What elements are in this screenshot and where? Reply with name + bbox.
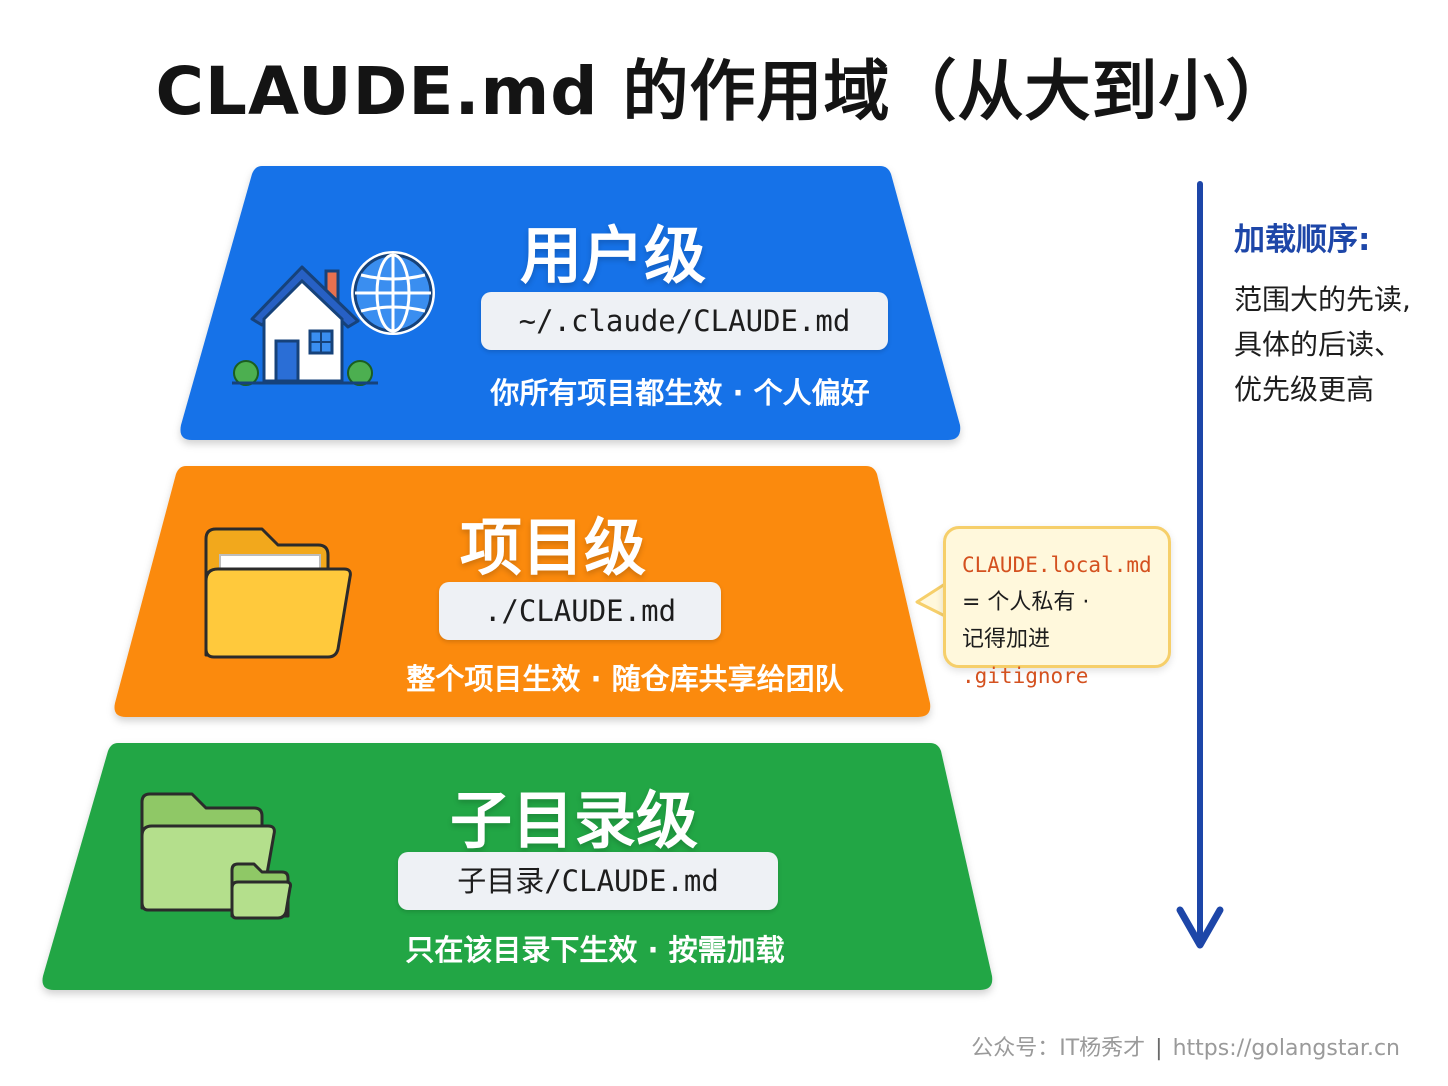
tier-project-path: ./CLAUDE.md: [439, 582, 721, 640]
load-order-line-1: 范围大的先读,: [1234, 283, 1411, 316]
local-md-callout: CLAUDE.local.md = 个人私有 · 记得加进 .gitignore: [943, 526, 1171, 688]
tier-user-name: 用户级: [520, 219, 707, 292]
footer-account: 公众号：IT杨秀才: [971, 1036, 1146, 1061]
page-title: CLAUDE.md 的作用域（从大到小）: [155, 53, 1293, 130]
tier-project-desc: 整个项目生效 · 随仓库共享给团队: [406, 662, 844, 696]
tier-project-name: 项目级: [460, 511, 647, 584]
tier-user-desc: 你所有项目都生效 · 个人偏好: [490, 376, 870, 410]
house-globe-icon: [232, 251, 435, 386]
callout-filename: CLAUDE.local.md: [962, 553, 1152, 577]
folder-icon: [204, 527, 352, 659]
footer-watermark: 公众号：IT杨秀才 | https://golangstar.cn: [971, 1030, 1400, 1062]
nested-folder-icon: [140, 792, 292, 920]
load-order-title: 加载顺序:: [1234, 222, 1371, 258]
load-order-line-3: 优先级更高: [1234, 373, 1375, 406]
tier-subdir-name: 子目录级: [450, 784, 699, 857]
tier-user-path: ~/.claude/CLAUDE.md: [481, 292, 888, 350]
tier-subdir-desc: 只在该目录下生效 · 按需加载: [405, 933, 785, 967]
callout-pointer: [915, 582, 946, 618]
tier-subdir-path: 子目录/CLAUDE.md: [398, 852, 778, 910]
callout-line3: 记得加进 .gitignore: [962, 621, 1152, 695]
callout-line2: = 个人私有 ·: [962, 590, 1090, 615]
callout-gitignore: .gitignore: [962, 664, 1089, 688]
callout-line3-prefix: 记得加进: [962, 627, 1051, 652]
footer-separator: |: [1155, 1036, 1163, 1061]
footer-url: https://golangstar.cn: [1172, 1036, 1400, 1061]
load-order-arrow: [1176, 181, 1224, 949]
load-order-line-2: 具体的后读、: [1234, 328, 1403, 361]
